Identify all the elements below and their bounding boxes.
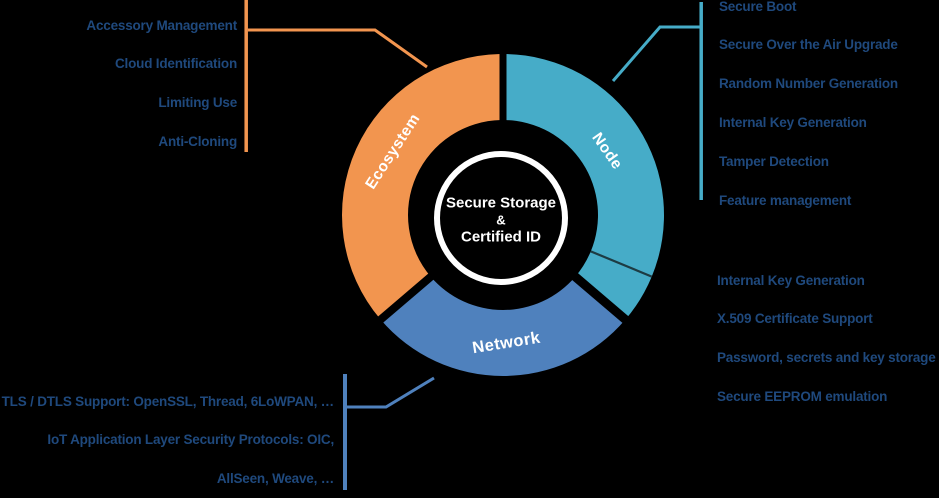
list-item: Secure Boot <box>719 0 797 14</box>
list-item: Tamper Detection <box>719 153 829 169</box>
segment-node <box>504 54 665 277</box>
list-item: Limiting Use <box>158 95 237 111</box>
list-item: Password, secrets and key storage <box>717 350 936 366</box>
list-item: Feature management <box>719 192 852 208</box>
list-item: IoT Application Layer Security Protocols… <box>47 432 334 448</box>
segment-node-sliver <box>575 251 652 320</box>
list-item: Internal Key Generation <box>717 272 865 288</box>
ecosystem-connector <box>248 28 428 69</box>
list-item: X.509 Certificate Support <box>717 311 873 327</box>
node-connector <box>611 25 700 82</box>
list-item: Secure Over the Air Upgrade <box>719 37 898 53</box>
list-item: TLS / DTLS Support: OpenSSL, Thread, 6Lo… <box>1 393 335 409</box>
list-item: Secure EEPROM emulation <box>717 389 888 405</box>
list-item: Accessory Management <box>86 17 237 33</box>
list-item: Random Number Generation <box>719 76 898 92</box>
center-label-line: Secure Storage <box>446 195 556 212</box>
list-item: Anti-Cloning <box>158 134 237 150</box>
network-connector <box>347 376 435 409</box>
segment-network <box>380 276 626 377</box>
list-item: Cloud Identification <box>115 56 237 72</box>
list-item: AllSeen, Weave, … <box>216 470 334 486</box>
network-feature-list: TLS / DTLS Support: OpenSSL, Thread, 6Lo… <box>0 382 335 498</box>
segment-gap <box>566 268 635 329</box>
node-segment-divider <box>590 250 653 278</box>
center-label-line: Certified ID <box>461 229 541 246</box>
center-ring <box>434 151 568 285</box>
center-label-line: & <box>496 213 505 228</box>
list-item: Internal Key Generation <box>719 115 867 131</box>
segment-gap <box>371 269 439 328</box>
segment-ecosystem <box>341 54 502 320</box>
